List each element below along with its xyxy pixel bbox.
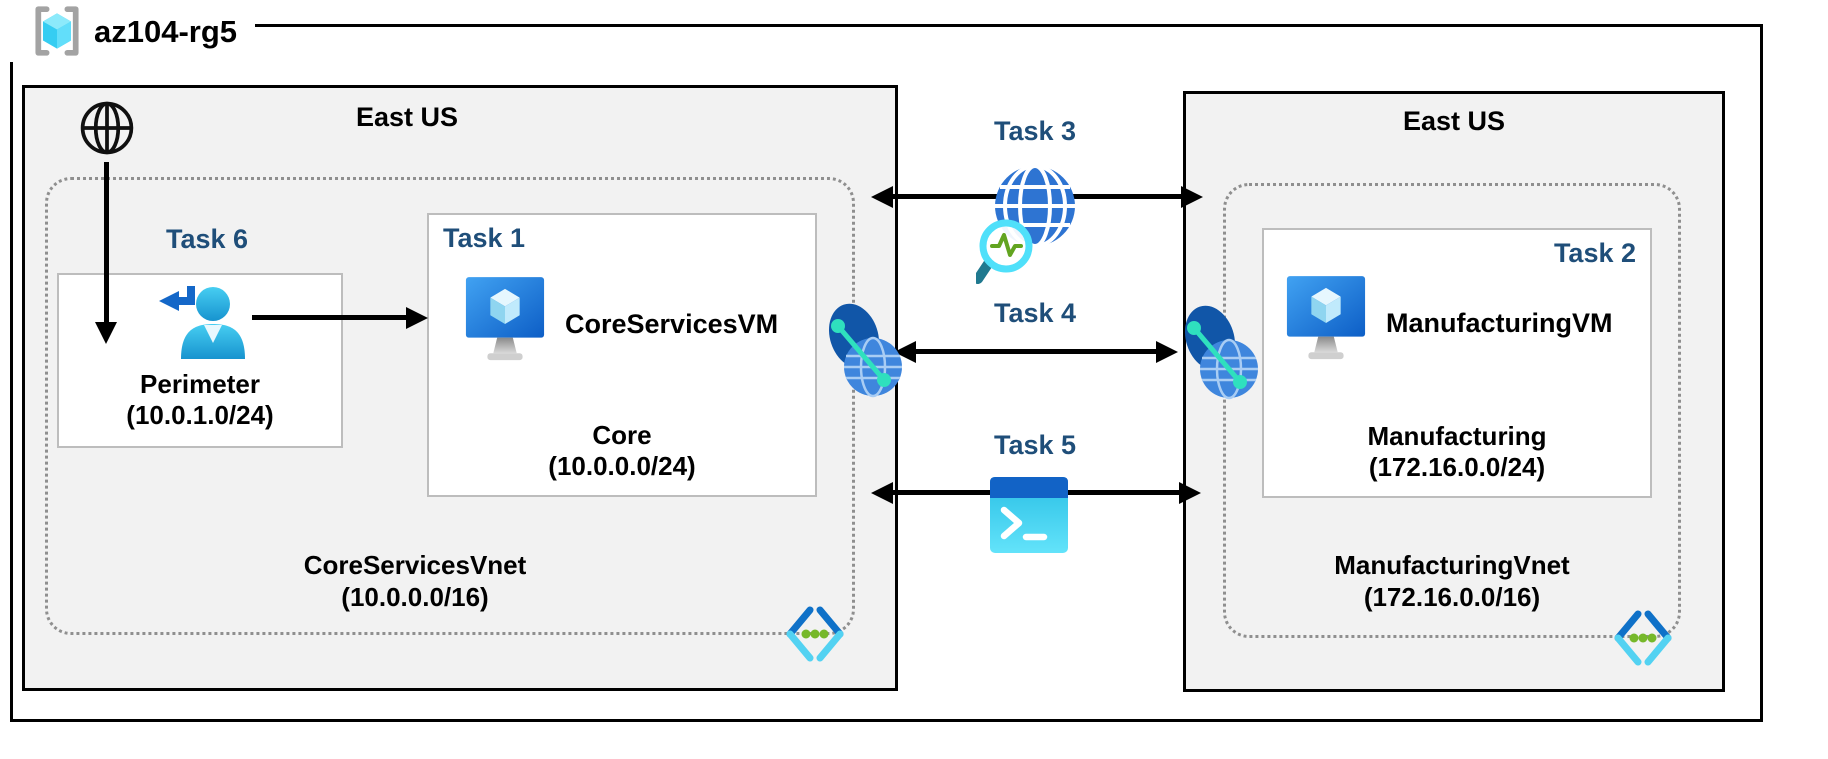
resource-group-legend: az104-rg5 xyxy=(6,0,256,62)
manufacturing-subnet-box: Task 2 ManufacturingVM Manufacturing (17… xyxy=(1262,228,1652,498)
perimeter-subnet-box: Perimeter (10.0.1.0/24) xyxy=(57,273,343,448)
internet-arrowhead xyxy=(95,322,117,344)
task5-label: Task 5 xyxy=(993,430,1077,460)
task5-arrowhead-left xyxy=(871,482,893,504)
manufacturing-vnet-name: ManufacturingVnet xyxy=(1334,550,1570,580)
core-vnet-cidr: (10.0.0.0/16) xyxy=(341,581,489,612)
network-watcher-icon xyxy=(976,164,1075,284)
region-left-title: East US xyxy=(355,102,459,132)
task3-label: Task 3 xyxy=(993,116,1077,146)
manufacturing-subnet-cidr: (172.16.0.0/24) xyxy=(1368,452,1546,483)
perimeter-arrowhead xyxy=(406,307,428,329)
core-subnet-cidr: (10.0.0.0/24) xyxy=(548,451,696,482)
virtual-network-icon-right xyxy=(1614,610,1672,666)
task3-arrowhead-right xyxy=(1181,186,1203,208)
perimeter-to-core-arrow xyxy=(252,315,410,320)
core-services-vm-icon xyxy=(465,277,545,361)
user-sign-in-icon xyxy=(159,286,245,359)
core-subnet-box: Task 1 CoreServicesVM Core (10.0.0.0/24) xyxy=(427,213,817,497)
virtual-network-icon-left xyxy=(786,606,844,662)
task6-label: Task 6 xyxy=(165,224,249,254)
core-vnet-caption: CoreServicesVnet (10.0.0.0/16) xyxy=(45,550,785,613)
internet-to-perimeter-arrow xyxy=(104,162,109,322)
manufacturing-vnet-boundary xyxy=(1223,183,1681,638)
resource-group-boundary xyxy=(10,24,1763,722)
resource-group-icon xyxy=(35,6,79,56)
task3-arrowhead-left xyxy=(871,186,893,208)
manufacturing-subnet-name: Manufacturing xyxy=(1367,420,1547,451)
task5-arrowhead-right xyxy=(1179,482,1201,504)
manufacturing-vnet-caption: ManufacturingVnet (172.16.0.0/16) xyxy=(1223,550,1681,613)
task1-label: Task 1 xyxy=(443,223,526,253)
manufacturing-vm-name: ManufacturingVM xyxy=(1386,307,1613,338)
region-right-title: East US xyxy=(1402,106,1506,136)
vnet-peering-icon-left xyxy=(829,303,902,398)
resource-group-name: az104-rg5 xyxy=(94,13,238,49)
internet-globe-icon xyxy=(80,101,134,155)
core-services-vm-name: CoreServicesVM xyxy=(565,308,779,339)
core-services-vnet-boundary xyxy=(45,177,855,635)
core-vnet-name: CoreServicesVnet xyxy=(303,550,527,580)
task4-arrow xyxy=(914,349,1160,354)
perimeter-subnet-cidr: (10.0.1.0/24) xyxy=(126,400,274,431)
core-subnet-name: Core xyxy=(592,419,652,450)
manufacturing-vnet-cidr: (172.16.0.0/16) xyxy=(1363,581,1541,612)
perimeter-subnet-name: Perimeter xyxy=(140,368,260,399)
task4-label: Task 4 xyxy=(993,298,1077,328)
task4-arrowhead-right xyxy=(1156,341,1178,363)
vnet-peering-icon-right xyxy=(1185,305,1258,400)
cloud-shell-icon xyxy=(990,477,1068,553)
task2-label: Task 2 xyxy=(1553,238,1636,268)
manufacturing-vm-icon xyxy=(1286,276,1366,360)
